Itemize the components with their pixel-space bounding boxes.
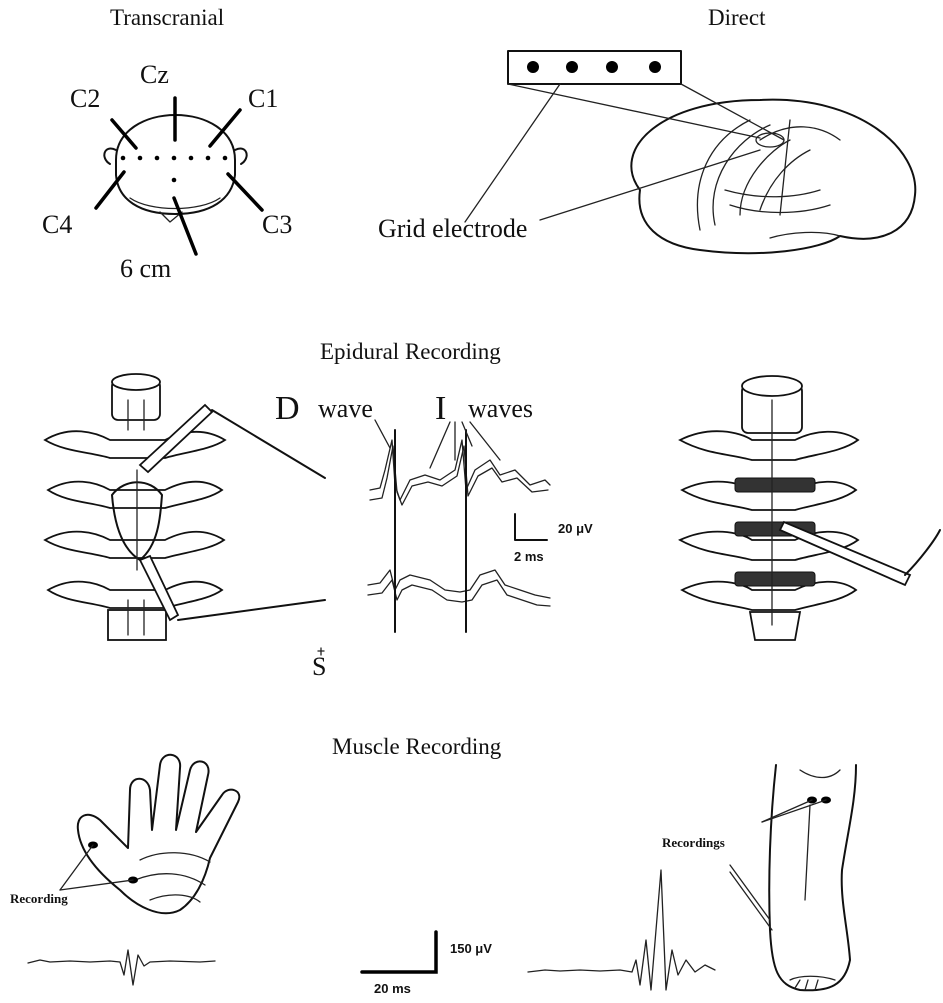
hand-emg-trace xyxy=(28,950,215,985)
grid-electrode-strip xyxy=(508,51,681,84)
brain-diagram xyxy=(631,100,915,253)
hand-diagram xyxy=(60,755,239,913)
label-hand-recording: Recording xyxy=(10,892,68,905)
label-leg-recordings: Recordings xyxy=(662,836,725,849)
label-6cm: 6 cm xyxy=(120,256,171,282)
label-c3: C3 xyxy=(262,212,292,238)
label-d: D xyxy=(275,392,300,426)
label-i: I xyxy=(435,392,446,426)
label-c1: C1 xyxy=(248,86,278,112)
muscle-amplitude-scale: 150 μV xyxy=(450,942,492,955)
label-wave: wave xyxy=(318,396,373,422)
spine-left-diagram xyxy=(45,374,225,640)
grid-leader-lines xyxy=(465,84,784,222)
leg-diagram xyxy=(730,765,856,990)
label-grid-electrode: Grid electrode xyxy=(378,216,527,242)
label-stimulus: S xyxy=(312,654,326,680)
label-c2: C2 xyxy=(70,86,100,112)
scalp-electrode-dots xyxy=(121,156,228,183)
muscle-time-scale: 20 ms xyxy=(374,982,411,995)
epidural-scale-bar xyxy=(515,514,547,540)
electrode-leader-lines xyxy=(96,98,262,254)
label-c4: C4 xyxy=(42,212,72,238)
leg-emg-trace xyxy=(528,870,715,990)
epidural-traces xyxy=(368,420,550,632)
muscle-scale-bar xyxy=(362,932,436,972)
label-cz: Cz xyxy=(140,62,169,88)
epidural-amplitude-scale: 20 μV xyxy=(558,522,593,535)
spine-right-diagram xyxy=(680,376,940,640)
label-waves: waves xyxy=(468,396,533,422)
epidural-time-scale: 2 ms xyxy=(514,550,544,563)
